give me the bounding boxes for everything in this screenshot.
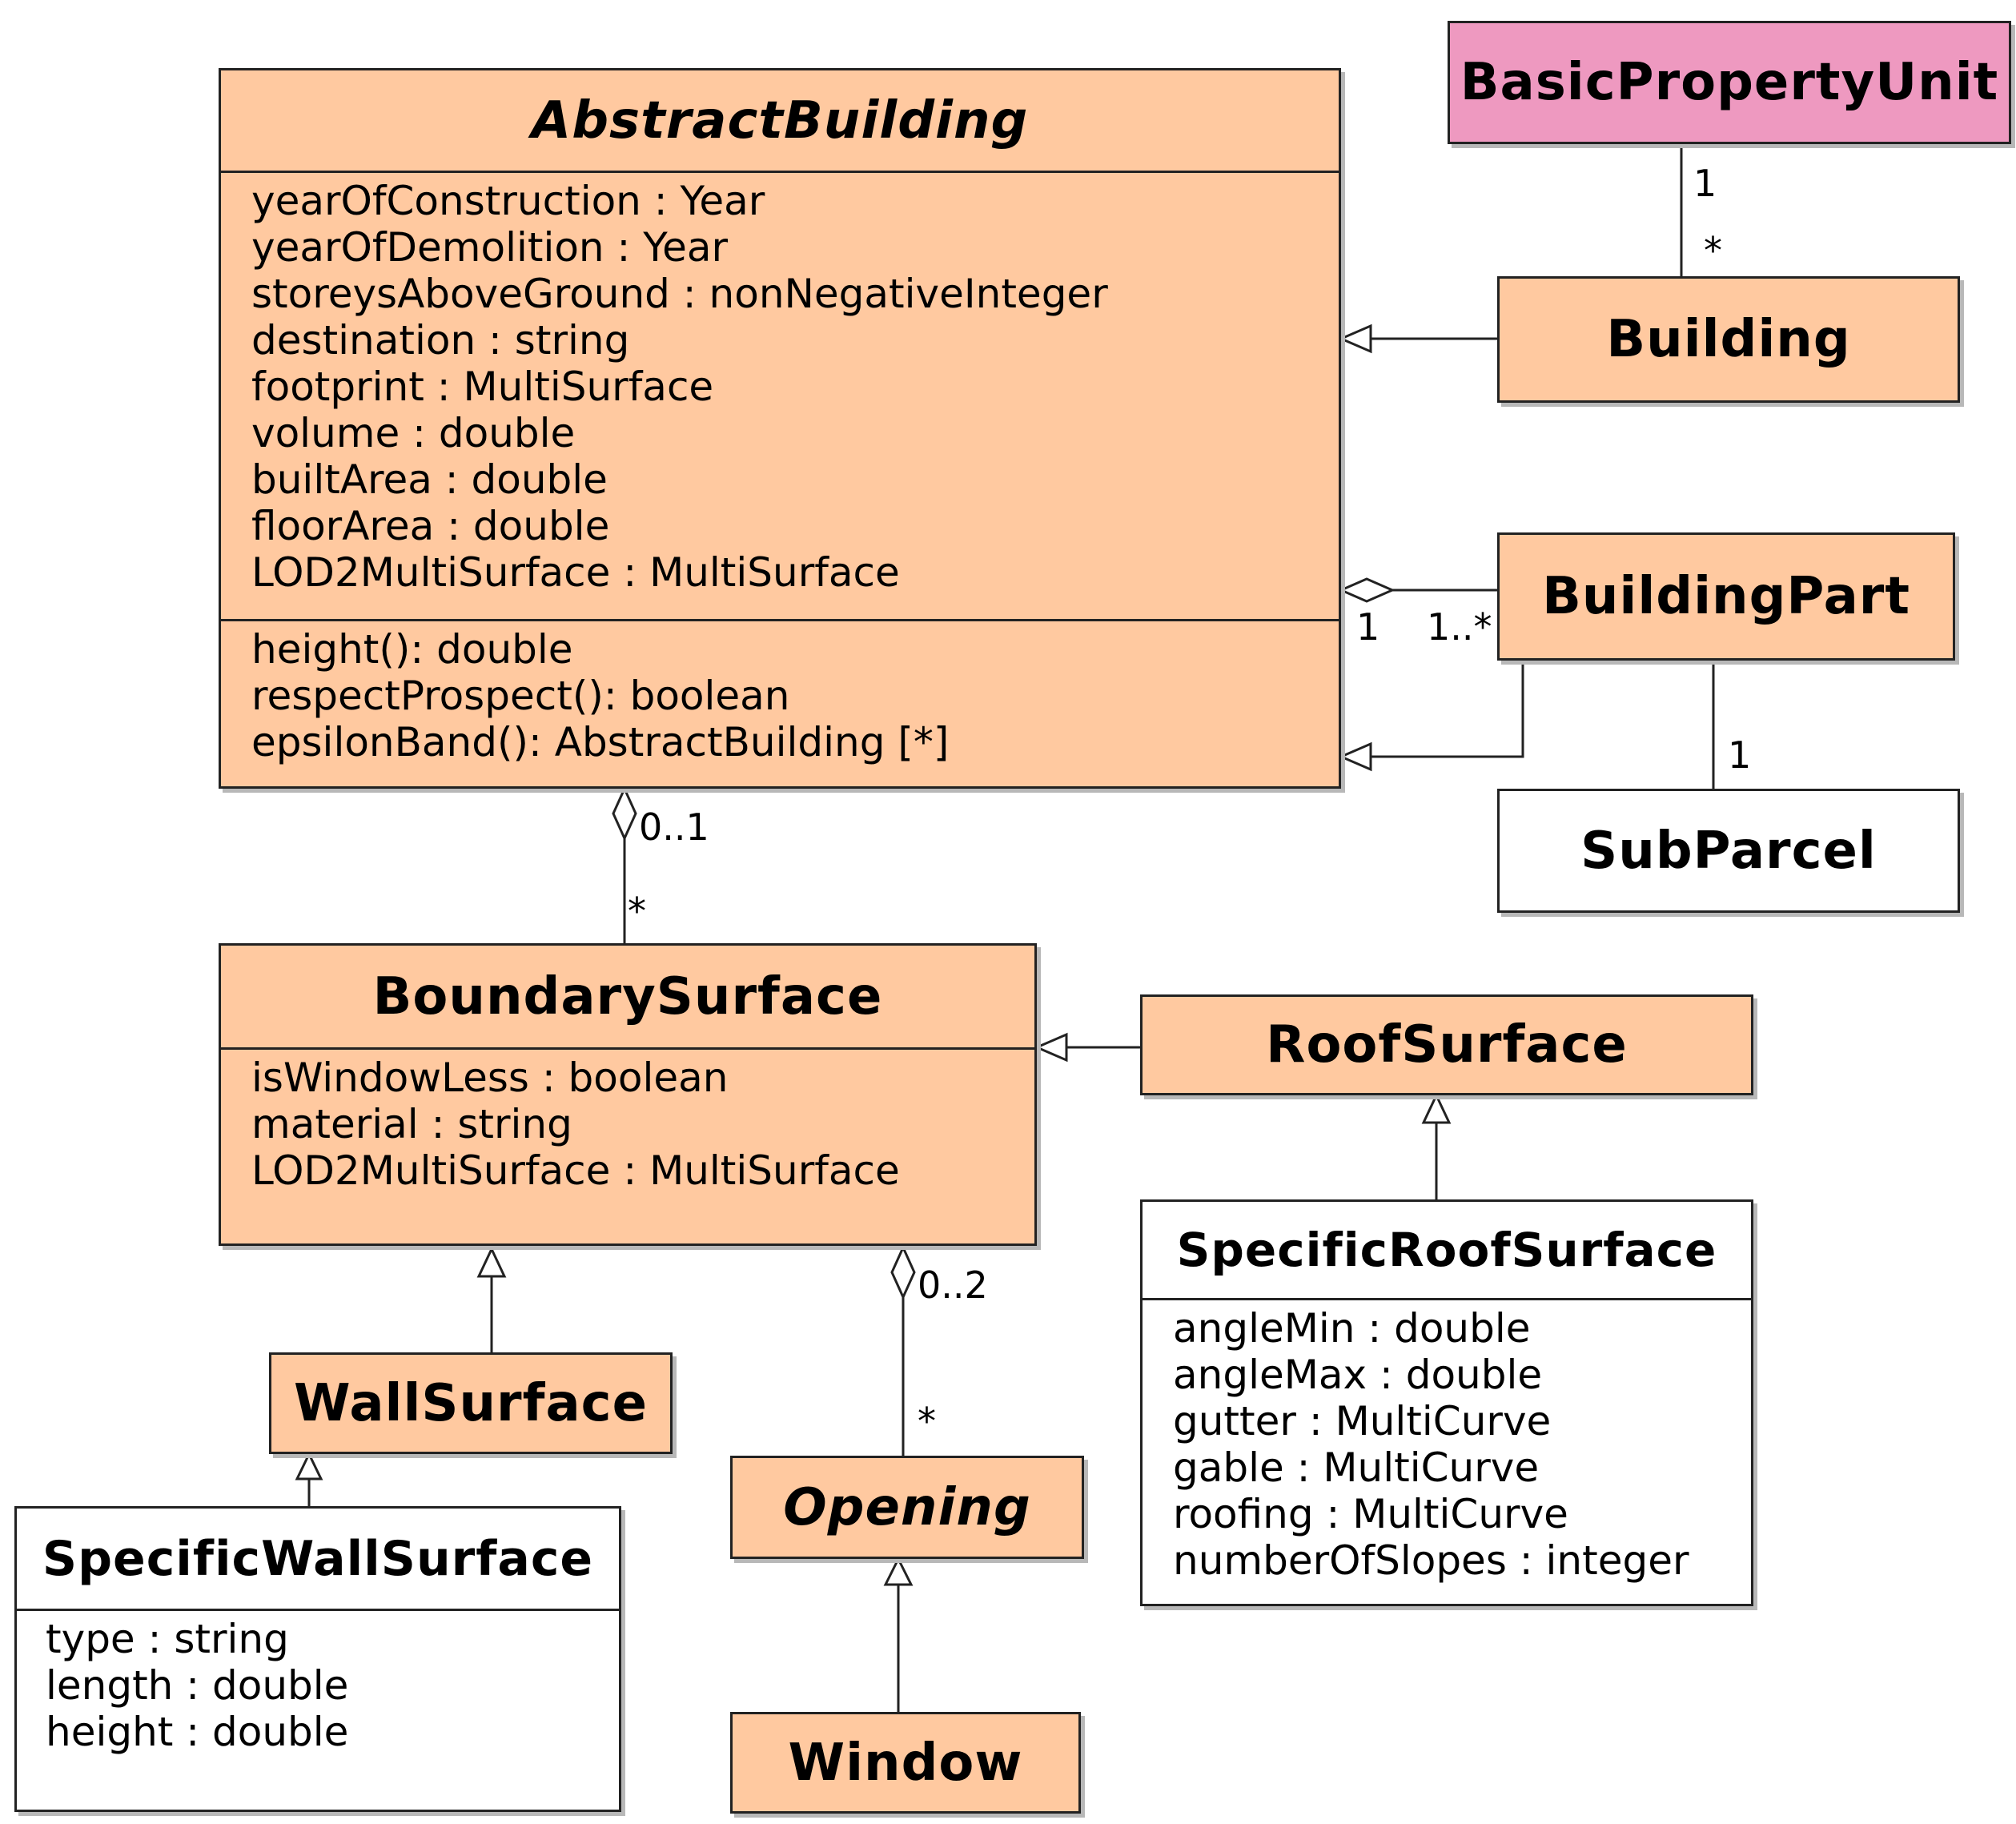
boundary-aggregation-diamond	[612, 785, 637, 842]
attribute: roofing : MultiCurve	[1173, 1491, 1568, 1537]
attribute: angleMax : double	[1173, 1352, 1543, 1398]
class-sub-parcel[interactable]: SubParcel	[1497, 789, 1960, 913]
attribute: numberOfSlopes : integer	[1173, 1537, 1689, 1584]
class-name: Window	[788, 1733, 1023, 1793]
attribute: yearOfConstruction : Year	[251, 178, 765, 224]
class-name: BuildingPart	[1542, 567, 1910, 626]
multiplicity-label: *	[918, 1400, 936, 1443]
class-name: AbstractBuilding	[531, 90, 1029, 151]
class-abstract-building[interactable]: AbstractBuilding yearOfConstruction : Ye…	[219, 68, 1341, 789]
class-boundary-surface[interactable]: BoundarySurface isWindowLess : boolean m…	[219, 943, 1037, 1246]
multiplicity-label: *	[628, 890, 646, 933]
building-generalization-arrow	[1338, 323, 1372, 354]
class-name: BasicPropertyUnit	[1460, 53, 1999, 112]
class-name: SpecificWallSurface	[42, 1530, 594, 1587]
operations-section: height(): double respectProspect(): bool…	[221, 619, 1339, 765]
class-specific-roof-surface[interactable]: SpecificRoofSurface angleMin : double an…	[1140, 1199, 1753, 1606]
multiplicity-label: 0..2	[918, 1264, 988, 1307]
specific-roof-generalization-arrow	[1421, 1092, 1452, 1124]
class-name: RoofSurface	[1266, 1015, 1628, 1075]
multiplicity-label: 1	[1693, 162, 1717, 205]
attribute: footprint : MultiSurface	[251, 364, 714, 410]
class-specific-wall-surface[interactable]: SpecificWallSurface type : string length…	[14, 1506, 621, 1812]
class-name: SpecificRoofSurface	[1176, 1223, 1717, 1277]
attributes-section: yearOfConstruction : Year yearOfDemoliti…	[221, 171, 1339, 619]
class-name: BoundarySurface	[372, 966, 883, 1027]
attribute: storeysAboveGround : nonNegativeInteger	[251, 271, 1108, 317]
multiplicity-label: *	[1704, 229, 1722, 272]
multiplicity-label: 1	[1728, 733, 1752, 777]
operation: respectProspect(): boolean	[251, 673, 790, 719]
class-building-part[interactable]: BuildingPart	[1497, 532, 1955, 661]
class-opening[interactable]: Opening	[730, 1456, 1084, 1559]
attribute: length : double	[46, 1662, 349, 1709]
class-name: Opening	[783, 1477, 1031, 1537]
roof-generalization-arrow	[1034, 1032, 1068, 1063]
class-name: WallSurface	[294, 1373, 648, 1433]
class-name: SubParcel	[1580, 821, 1877, 881]
operation: height(): double	[251, 626, 573, 673]
buildingpart-generalization-arrow	[1338, 741, 1372, 772]
operation: epsilonBand(): AbstractBuilding [*]	[251, 719, 950, 765]
specific-wall-generalization-arrow	[295, 1451, 323, 1480]
attributes-section: isWindowLess : boolean material : string…	[221, 1047, 1034, 1194]
attribute: floorArea : double	[251, 503, 610, 549]
class-window[interactable]: Window	[730, 1712, 1081, 1814]
attribute: builtArea : double	[251, 456, 608, 503]
class-wall-surface[interactable]: WallSurface	[269, 1352, 673, 1454]
class-building[interactable]: Building	[1497, 276, 1960, 403]
attribute: height : double	[46, 1709, 349, 1755]
attribute: type : string	[46, 1616, 289, 1662]
wall-generalization-arrow	[476, 1246, 507, 1278]
attribute: gable : MultiCurve	[1173, 1444, 1540, 1491]
class-roof-surface[interactable]: RoofSurface	[1140, 994, 1753, 1095]
attribute: LOD2MultiSurface : MultiSurface	[251, 549, 900, 596]
attribute: destination : string	[251, 317, 630, 364]
attribute: gutter : MultiCurve	[1173, 1398, 1552, 1444]
attribute: yearOfDemolition : Year	[251, 224, 729, 271]
buildingpart-generalization-line	[1371, 661, 1524, 758]
multiplicity-label: 1..*	[1427, 605, 1492, 649]
opening-aggregation-diamond	[890, 1244, 916, 1300]
class-basic-property-unit[interactable]: BasicPropertyUnit	[1448, 21, 2011, 144]
class-name: Building	[1606, 310, 1851, 369]
multiplicity-label: 1	[1356, 605, 1380, 649]
window-generalization-arrow	[883, 1556, 914, 1586]
attributes-section: type : string length : double height : d…	[17, 1609, 619, 1755]
buildingpart-aggregation-diamond	[1338, 577, 1396, 603]
multiplicity-label: 0..1	[639, 806, 709, 849]
attribute: isWindowLess : boolean	[251, 1055, 729, 1101]
attribute: material : string	[251, 1101, 572, 1147]
attribute: angleMin : double	[1173, 1305, 1531, 1352]
attribute: volume : double	[251, 410, 576, 456]
attribute: LOD2MultiSurface : MultiSurface	[251, 1147, 900, 1194]
attributes-section: angleMin : double angleMax : double gutt…	[1143, 1298, 1751, 1584]
